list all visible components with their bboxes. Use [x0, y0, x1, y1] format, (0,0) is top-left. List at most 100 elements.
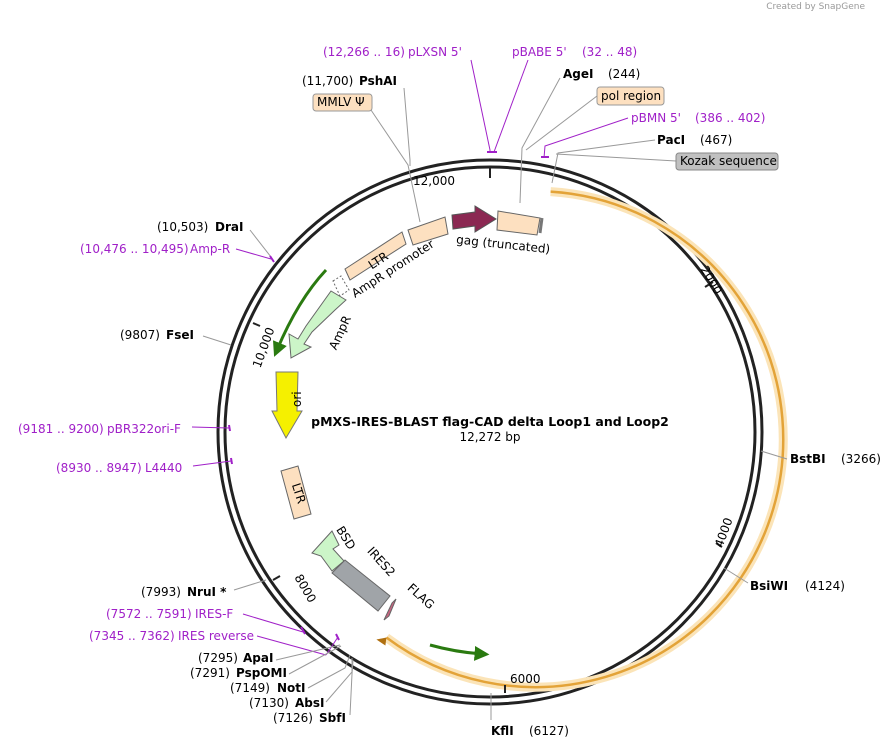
- svg-text:pBMN 5': pBMN 5': [631, 111, 681, 125]
- svg-text:(7572 .. 7591): (7572 .. 7591): [106, 607, 192, 621]
- primer-plxsn[interactable]: (12,266 .. 16) pLXSN 5': [323, 45, 497, 153]
- svg-text:(7345 .. 7362): (7345 .. 7362): [89, 629, 175, 643]
- primer-l4440[interactable]: (8930 .. 8947) L4440: [56, 457, 233, 475]
- svg-text:(6127): (6127): [529, 724, 569, 738]
- feature-mmlv-psi: [407, 216, 449, 246]
- svg-text:Amp-R: Amp-R: [190, 242, 230, 256]
- svg-text:NruI *: NruI *: [187, 585, 227, 599]
- green-orf-bottom: [429, 643, 490, 661]
- site-pshai[interactable]: (11,700) PshAI: [302, 74, 411, 166]
- svg-text:(10,476 .. 10,495): (10,476 .. 10,495): [80, 242, 189, 256]
- svg-text:(12,266 .. 16): (12,266 .. 16): [323, 45, 405, 59]
- svg-text:PspOMI: PspOMI: [236, 666, 287, 680]
- svg-text:(386 .. 402): (386 .. 402): [695, 111, 765, 125]
- svg-text:L4440: L4440: [145, 461, 182, 475]
- svg-text:(467): (467): [700, 133, 732, 147]
- tick-4000: 4000: [712, 516, 736, 549]
- svg-text:(3266): (3266): [841, 452, 881, 466]
- site-apai[interactable]: (7295) ApaI: [198, 644, 341, 665]
- svg-text:pBR322ori-F: pBR322ori-F: [107, 422, 181, 436]
- feature-ampr[interactable]: AmpR: [288, 290, 354, 359]
- primer-pbabe[interactable]: pBABE 5' (32 .. 48): [493, 45, 637, 153]
- feature-ori[interactable]: ori: [271, 371, 304, 440]
- tick-10000: 10,000: [250, 325, 278, 369]
- feature-bsd[interactable]: BSD: [311, 524, 358, 572]
- green-orf-ampr: [272, 268, 328, 357]
- svg-text:FLAG: FLAG: [405, 581, 438, 612]
- primer-pbmn[interactable]: pBMN 5' (386 .. 402): [541, 111, 765, 159]
- svg-text:pBABE 5': pBABE 5': [512, 45, 567, 59]
- svg-text:LTR: LTR: [289, 481, 309, 505]
- site-pspomi[interactable]: (7291) PspOMI: [190, 645, 342, 680]
- svg-text:ApaI: ApaI: [243, 651, 273, 665]
- svg-text:(11,700): (11,700): [302, 74, 353, 88]
- site-kfli[interactable]: KflI (6127): [490, 693, 569, 738]
- svg-text:SbfI: SbfI: [319, 711, 346, 725]
- svg-text:DraI: DraI: [215, 220, 243, 234]
- svg-text:(9181 .. 9200): (9181 .. 9200): [18, 422, 104, 436]
- feature-kozak-mark: [538, 217, 544, 234]
- svg-text:(7291): (7291): [190, 666, 230, 680]
- site-agei[interactable]: AgeI (244): [519, 67, 640, 204]
- feature-ltr-bottom[interactable]: LTR: [280, 465, 312, 520]
- primer-pbr322ori-f[interactable]: (9181 .. 9200) pBR322ori-F: [18, 422, 231, 436]
- svg-text:PacI: PacI: [657, 133, 685, 147]
- svg-text:(32 .. 48): (32 .. 48): [582, 45, 637, 59]
- svg-text:(4124): (4124): [805, 579, 845, 593]
- tick-8000: 8000: [292, 572, 319, 605]
- site-bstbi[interactable]: BstBI (3266): [760, 450, 881, 466]
- box-kozak[interactable]: Kozak sequence: [555, 152, 779, 171]
- site-sbfi[interactable]: (7126) SbfI: [273, 659, 354, 725]
- svg-text:Kozak sequence: Kozak sequence: [680, 154, 777, 168]
- svg-text:AmpR: AmpR: [326, 313, 354, 351]
- feature-ires2[interactable]: IRES2: [331, 544, 398, 612]
- tick-6000: 6000: [510, 672, 541, 686]
- primer-amp-r[interactable]: (10,476 .. 10,495) Amp-R: [80, 242, 275, 263]
- svg-text:ori: ori: [290, 391, 304, 407]
- svg-text:BsiWI: BsiWI: [750, 579, 788, 593]
- svg-text:(9807): (9807): [120, 328, 160, 342]
- primer-ires-f[interactable]: (7572 .. 7591) IRES-F: [106, 607, 306, 635]
- svg-text:(7149): (7149): [230, 681, 270, 695]
- feature-gag[interactable]: [451, 205, 497, 233]
- feature-flag[interactable]: FLAG: [383, 581, 438, 621]
- svg-text:IRES reverse: IRES reverse: [178, 629, 254, 643]
- feature-gag-truncated-box: [496, 210, 541, 236]
- svg-text:AbsI: AbsI: [295, 696, 324, 710]
- label-gag: gag (truncated): [456, 232, 551, 256]
- svg-text:BSD: BSD: [333, 524, 358, 553]
- svg-text:IRES-F: IRES-F: [195, 607, 233, 621]
- svg-text:(244): (244): [608, 67, 640, 81]
- svg-text:(7993): (7993): [141, 585, 181, 599]
- svg-text:BstBI: BstBI: [790, 452, 826, 466]
- svg-text:AgeI: AgeI: [563, 67, 593, 81]
- svg-text:(7126): (7126): [273, 711, 313, 725]
- plasmid-name: pMXS-IRES-BLAST flag-CAD delta Loop1 and…: [311, 414, 669, 429]
- box-mmlv-psi[interactable]: MMLV Ψ: [312, 93, 421, 223]
- site-bsiwi[interactable]: BsiWI (4124): [723, 567, 845, 593]
- tick-marks: [252, 167, 723, 693]
- svg-text:(10,503): (10,503): [157, 220, 208, 234]
- site-nrui[interactable]: (7993) NruI *: [141, 579, 267, 599]
- site-fsei[interactable]: (9807) FseI: [120, 328, 232, 346]
- site-drai[interactable]: (10,503) DraI: [157, 220, 272, 258]
- svg-text:NotI: NotI: [277, 681, 306, 695]
- tick-12000: 12,000: [413, 174, 455, 188]
- site-noti[interactable]: (7149) NotI: [230, 654, 351, 695]
- snapgene-brand: Created by SnapGene: [766, 2, 865, 12]
- svg-text:FseI: FseI: [166, 328, 194, 342]
- svg-text:MMLV Ψ: MMLV Ψ: [317, 95, 365, 109]
- box-pol-region[interactable]: pol region: [525, 86, 665, 151]
- cad-cds-arc: [376, 187, 788, 692]
- svg-text:pLXSN 5': pLXSN 5': [408, 45, 462, 59]
- svg-text:(8930 .. 8947): (8930 .. 8947): [56, 461, 142, 475]
- svg-text:(7130): (7130): [249, 696, 289, 710]
- site-paci[interactable]: PacI (467): [551, 133, 732, 184]
- svg-text:PshAI: PshAI: [359, 74, 397, 88]
- plasmid-size: 12,272 bp: [459, 430, 520, 444]
- svg-text:pol region: pol region: [601, 89, 661, 103]
- svg-text:(7295): (7295): [198, 651, 238, 665]
- svg-text:KflI: KflI: [491, 724, 514, 738]
- primer-ires-reverse[interactable]: (7345 .. 7362) IRES reverse: [89, 629, 340, 656]
